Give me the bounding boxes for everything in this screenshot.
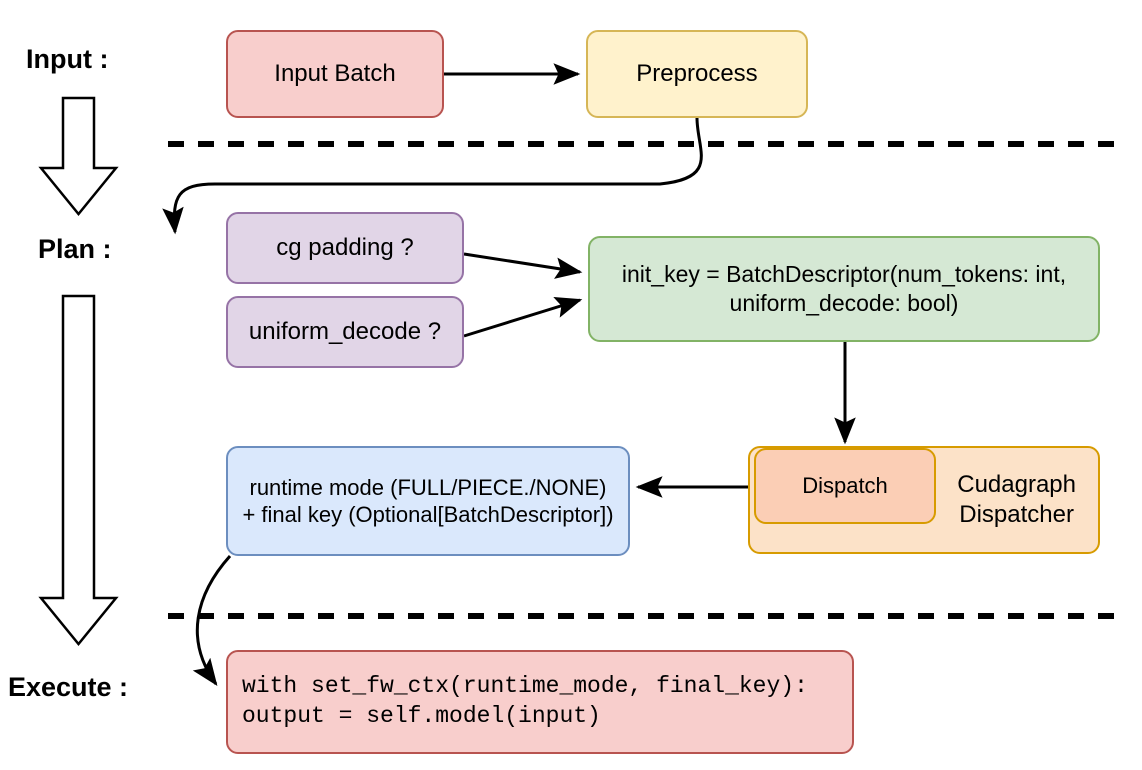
node-label: cg padding ?	[276, 234, 414, 261]
node-label: with set_fw_ctx(runtime_mode, final_key)…	[242, 673, 808, 729]
node-label: Dispatch	[802, 473, 888, 499]
stage-arrow-plan-to-execute	[38, 294, 119, 646]
node-preprocess[interactable]: Preprocess	[586, 30, 808, 118]
node-label: Preprocess	[636, 60, 758, 87]
node-dispatch[interactable]: Dispatch	[754, 448, 936, 524]
node-init-key[interactable]: init_key = BatchDescriptor(num_tokens: i…	[588, 236, 1100, 342]
connector-cg-padding-to-init-key	[463, 252, 583, 279]
node-execute-code[interactable]: with set_fw_ctx(runtime_mode, final_key)…	[226, 650, 854, 754]
node-label: init_key = BatchDescriptor(num_tokens: i…	[621, 261, 1067, 316]
connector-uniform-decode-to-init-key	[463, 296, 583, 338]
stage-label-input: Input :	[26, 44, 109, 74]
node-runtime-mode[interactable]: runtime mode (FULL/PIECE./NONE) + final …	[226, 446, 630, 556]
node-cg-padding[interactable]: cg padding ?	[226, 212, 464, 284]
stage-label-execute: Execute :	[8, 672, 129, 702]
node-label: runtime mode (FULL/PIECE./NONE) + final …	[242, 474, 614, 528]
stage-label-plan: Plan :	[38, 234, 112, 264]
node-label: Input Batch	[274, 60, 396, 87]
stage-arrow-input-to-plan	[38, 96, 119, 216]
node-uniform-decode[interactable]: uniform_decode ?	[226, 296, 464, 368]
node-label: Cudagraph Dispatcher	[957, 471, 1076, 528]
node-input-batch[interactable]: Input Batch	[226, 30, 444, 118]
node-label: uniform_decode ?	[248, 318, 442, 345]
